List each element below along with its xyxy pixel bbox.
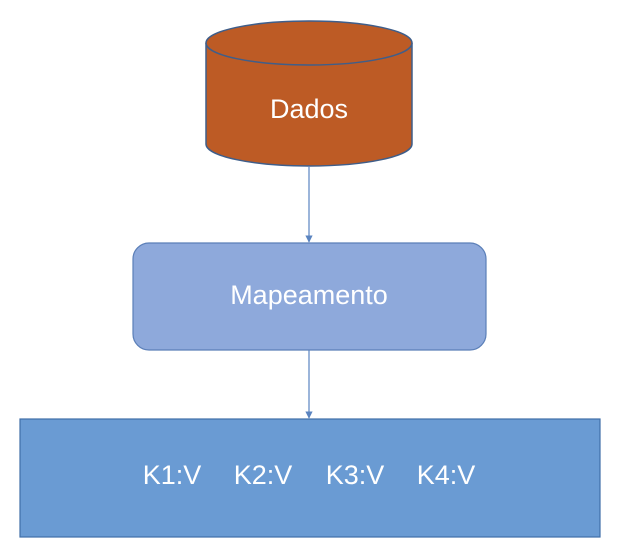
output-pair-4: K4:V [417,460,476,490]
output-pair-2: K2:V [234,460,293,490]
process-label: Mapeamento [230,280,388,310]
output-node: K1:V K2:V K3:V K4:V [19,418,601,538]
database-node: Dados [205,20,413,167]
database-label: Dados [270,94,348,124]
output-box [19,418,601,538]
process-node: Mapeamento [132,242,487,351]
database-cylinder-body [205,43,413,167]
output-pair-3: K3:V [326,460,385,490]
database-cylinder-top [205,20,413,66]
output-pair-1: K1:V [143,460,202,490]
